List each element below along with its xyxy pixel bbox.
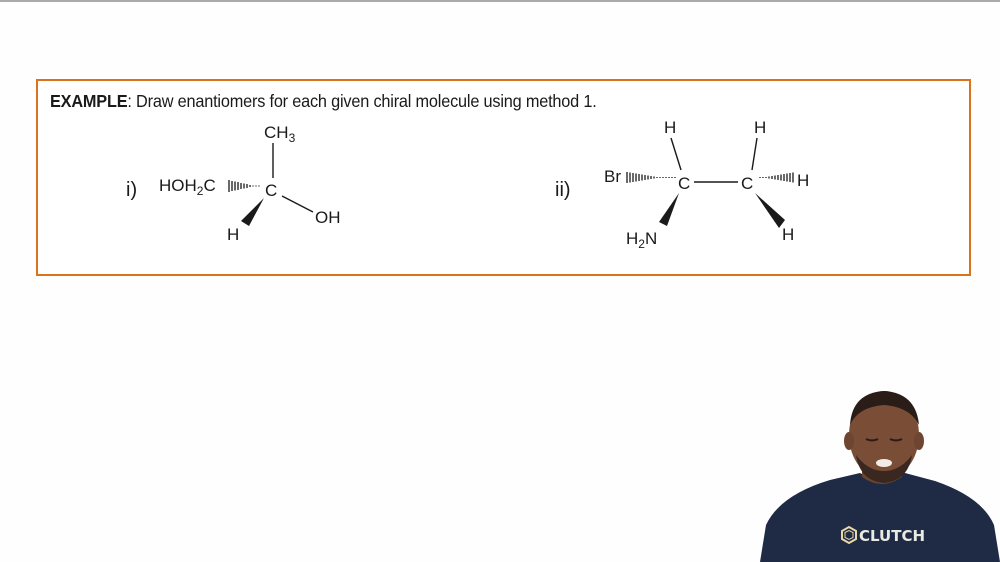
presenter-ear <box>914 432 924 450</box>
wedge-bond <box>755 193 785 228</box>
wedge-bond <box>659 193 679 226</box>
example-label: EXAMPLE <box>50 91 128 111</box>
molecule-i-center-carbon: C <box>265 181 277 200</box>
molecule-ii-left-wedge-group: H2N <box>626 229 657 251</box>
bond-line <box>670 137 682 171</box>
molecule-ii-right-dash-h: H <box>797 171 809 190</box>
hashed-bond <box>228 180 260 192</box>
molecule-ii-right-carbon: C <box>741 174 753 193</box>
clutch-logo: CLUTCH <box>841 525 925 545</box>
molecule-i-bottom-group: H <box>227 225 239 244</box>
benzene-inner-ring <box>844 529 854 541</box>
molecule-ii-right-wedge-h: H <box>782 225 794 244</box>
presenter-eye <box>889 438 903 442</box>
molecule-ii-left-carbon: C <box>678 174 690 193</box>
presenter-mouth <box>876 459 892 467</box>
bond-line <box>281 195 314 213</box>
hashed-bond <box>626 172 676 183</box>
molecule-ii-right-top-h: H <box>754 118 766 137</box>
molecule-ii-left-dash-group: Br <box>604 167 621 186</box>
top-divider <box>0 0 1000 2</box>
molecule-ii-label: ii) <box>555 179 571 201</box>
presenter-shirt <box>760 473 1000 562</box>
example-heading: EXAMPLE: Draw enantiomers for each given… <box>50 91 597 112</box>
benzene-hexagon-icon <box>841 525 857 545</box>
molecule-i-label: i) <box>126 179 137 201</box>
molecule-i-top-group: CH3 <box>264 123 296 145</box>
molecule-i-right-group: OH <box>315 208 341 227</box>
example-prompt: Draw enantiomers for each given chiral m… <box>131 91 597 111</box>
presenter-webcam: CLUTCH <box>760 391 1000 562</box>
presenter-beard <box>856 455 912 483</box>
molecule-i: i) CH3 C HOH2C <box>126 123 341 244</box>
bond-line <box>751 137 758 171</box>
wedge-bond <box>241 198 264 226</box>
molecule-ii: ii) H Br <box>555 118 809 251</box>
presenter-head <box>849 391 919 479</box>
example-separator: : <box>127 91 132 111</box>
presenter-eye <box>865 438 879 442</box>
molecule-i-left-group: HOH2C <box>159 176 216 198</box>
molecule-ii-left-top-h: H <box>664 118 676 137</box>
hashed-bond <box>759 172 794 183</box>
presenter-hair <box>850 391 919 425</box>
presenter-ear <box>844 432 854 450</box>
clutch-logo-text: CLUTCH <box>859 527 925 545</box>
example-problem-box: EXAMPLE: Draw enantiomers for each given… <box>36 79 971 276</box>
